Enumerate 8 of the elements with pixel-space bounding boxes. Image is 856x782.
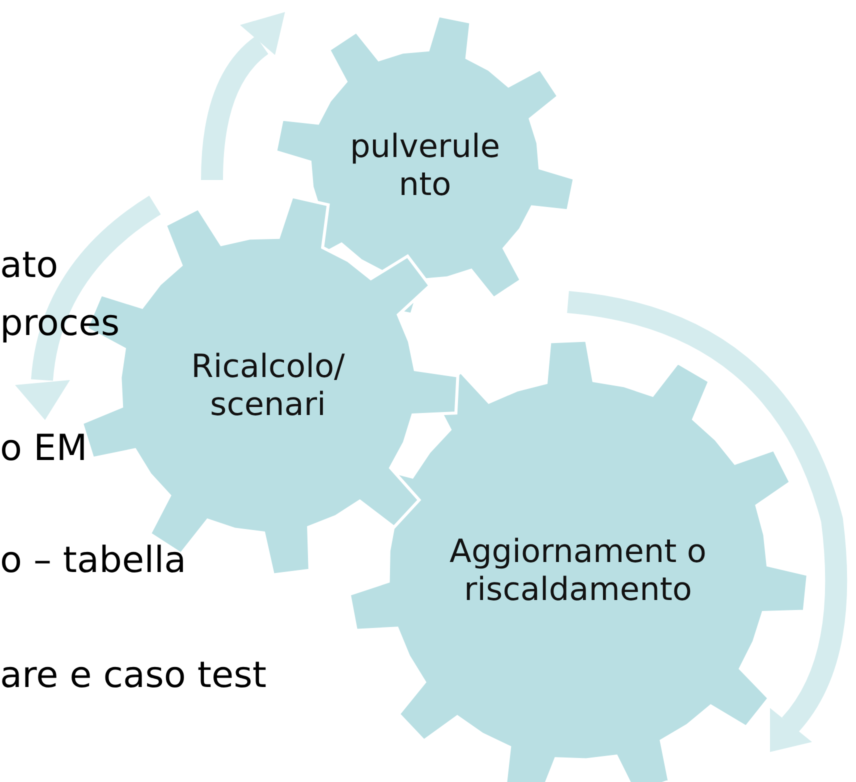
gear-label: Ricalcolo/ scenari [190,346,346,424]
text-fragment: o EM [0,428,88,469]
text-fragment: ato [0,245,58,286]
gear-label: pulverule nto [348,126,502,204]
gear-label: Aggiornament o riscaldamento [448,532,708,608]
text-fragment: proces [0,303,120,344]
text-fragment: o – tabella [0,540,186,581]
text-fragment: are e caso test [0,655,266,696]
